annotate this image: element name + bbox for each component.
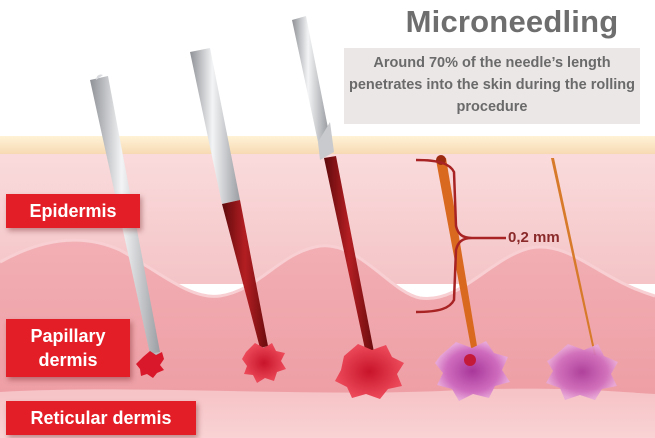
caption-text: Around 70% of the needle’s length penetr… bbox=[344, 52, 640, 118]
label-reticular-dermis: Reticular dermis bbox=[6, 401, 196, 435]
label-epidermis: Epidermis bbox=[6, 194, 140, 228]
page-title: Microneedling bbox=[372, 4, 652, 40]
measurement-label: 0,2 mm bbox=[508, 229, 560, 246]
label-papillary-dermis: Papillary dermis bbox=[6, 319, 130, 377]
